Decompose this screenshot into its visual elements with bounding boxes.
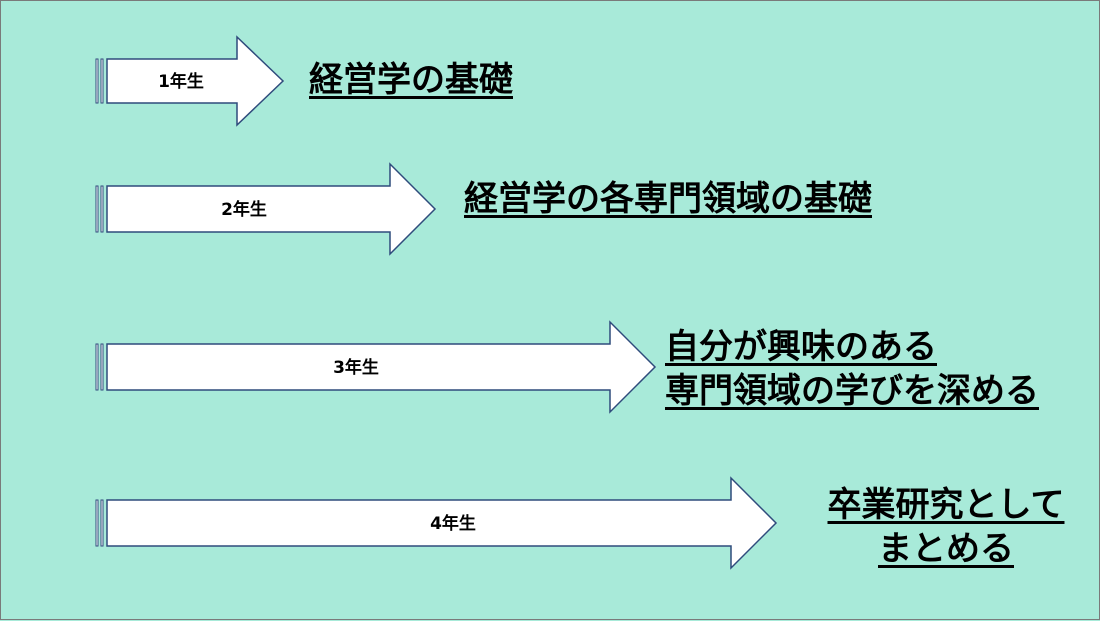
stage-label-4: 4年生 xyxy=(430,513,476,534)
stage-arrow-1: 1年生 xyxy=(95,35,285,127)
stage-label-2: 2年生 xyxy=(221,199,267,220)
stage-text-4-line-2: まとめる xyxy=(878,529,1014,569)
stage-text-3-line-1: 自分が興味のある xyxy=(665,327,937,367)
stage-label-1: 1年生 xyxy=(158,71,204,92)
stage-text-3-line-2: 専門領域の学びを深める xyxy=(665,371,1039,411)
stage-arrow-3: 3年生 xyxy=(95,320,657,414)
stage-arrow-4: 4年生 xyxy=(95,476,778,570)
stage-text-1: 経営学の基礎 xyxy=(309,58,513,102)
stage-text-2-line-1: 経営学の各専門領域の基礎 xyxy=(464,179,872,219)
stage-text-4: 卒業研究として まとめる xyxy=(801,483,1091,571)
stage-text-3: 自分が興味のある 専門領域の学びを深める xyxy=(665,325,1039,413)
stage-text-1-line-1: 経営学の基礎 xyxy=(309,60,513,100)
stage-label-3: 3年生 xyxy=(333,357,379,378)
stage-arrow-2: 2年生 xyxy=(95,162,437,256)
stage-text-4-line-1: 卒業研究として xyxy=(827,485,1065,525)
stage-text-2: 経営学の各専門領域の基礎 xyxy=(464,177,872,221)
